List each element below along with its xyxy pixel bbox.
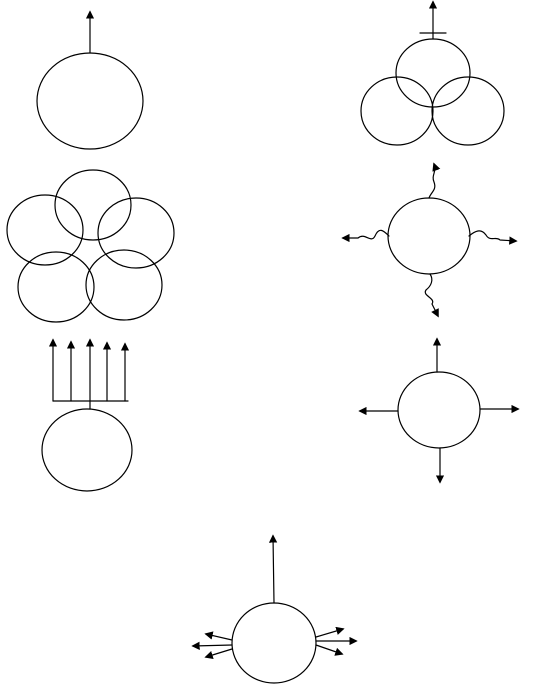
figure-three-circles-t-arrow xyxy=(360,0,505,146)
circle xyxy=(17,251,95,323)
circle-left xyxy=(360,76,434,146)
circle xyxy=(41,408,133,492)
arrow-right-lower xyxy=(315,644,344,656)
circle xyxy=(54,169,132,241)
circle xyxy=(85,249,163,321)
wavy-arrow-up xyxy=(428,162,441,199)
wavy-arrow-right xyxy=(468,230,518,245)
circle xyxy=(387,197,471,275)
arrow-left-lower xyxy=(204,648,233,660)
circle xyxy=(6,194,84,266)
figure-five-circles xyxy=(6,169,175,323)
arrow-up-tall xyxy=(268,534,278,604)
circle-top xyxy=(395,38,471,108)
arrow-left-middle xyxy=(191,641,233,651)
circle xyxy=(36,52,144,150)
figure-single-circle-arrow-up xyxy=(36,10,144,150)
figure-circle-straight-arrows xyxy=(358,337,520,484)
figure-circle-parallel-arrows xyxy=(41,338,133,492)
figure-circle-tall-and-side-arrows xyxy=(191,534,358,684)
wavy-arrow-left xyxy=(341,229,390,243)
arrow-right-upper xyxy=(315,626,345,638)
figure-circle-wavy-arrows xyxy=(341,162,518,318)
circle xyxy=(397,371,481,449)
circle xyxy=(97,197,175,269)
circle-right xyxy=(431,76,505,146)
arrow-left-upper xyxy=(204,631,233,641)
wavy-arrow-down xyxy=(424,273,439,318)
circle xyxy=(231,602,317,684)
